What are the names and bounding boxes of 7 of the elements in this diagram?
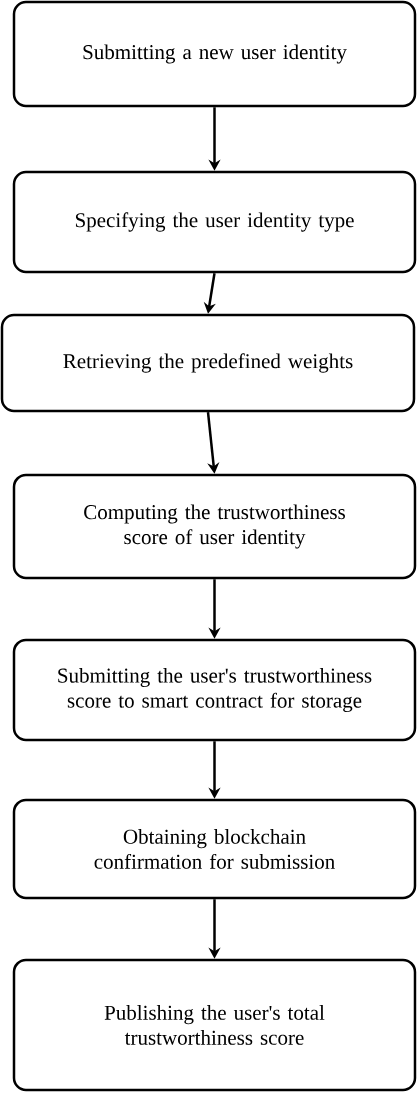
process-box: Submitting the user's trustworthiness score to smart contract for storage <box>12 638 417 742</box>
process-box: Specifying the user identity type <box>12 170 417 274</box>
process-box: Publishing the user's total trustworthiness score <box>12 958 417 1092</box>
process-box: Submitting a new user identity <box>12 0 417 108</box>
process-box: Retrieving the predefined weights <box>0 313 416 413</box>
process-box: Computing the trustworthiness score of user identity <box>12 473 417 580</box>
process-box: Obtaining blockchain confirmation for submission <box>12 798 417 900</box>
